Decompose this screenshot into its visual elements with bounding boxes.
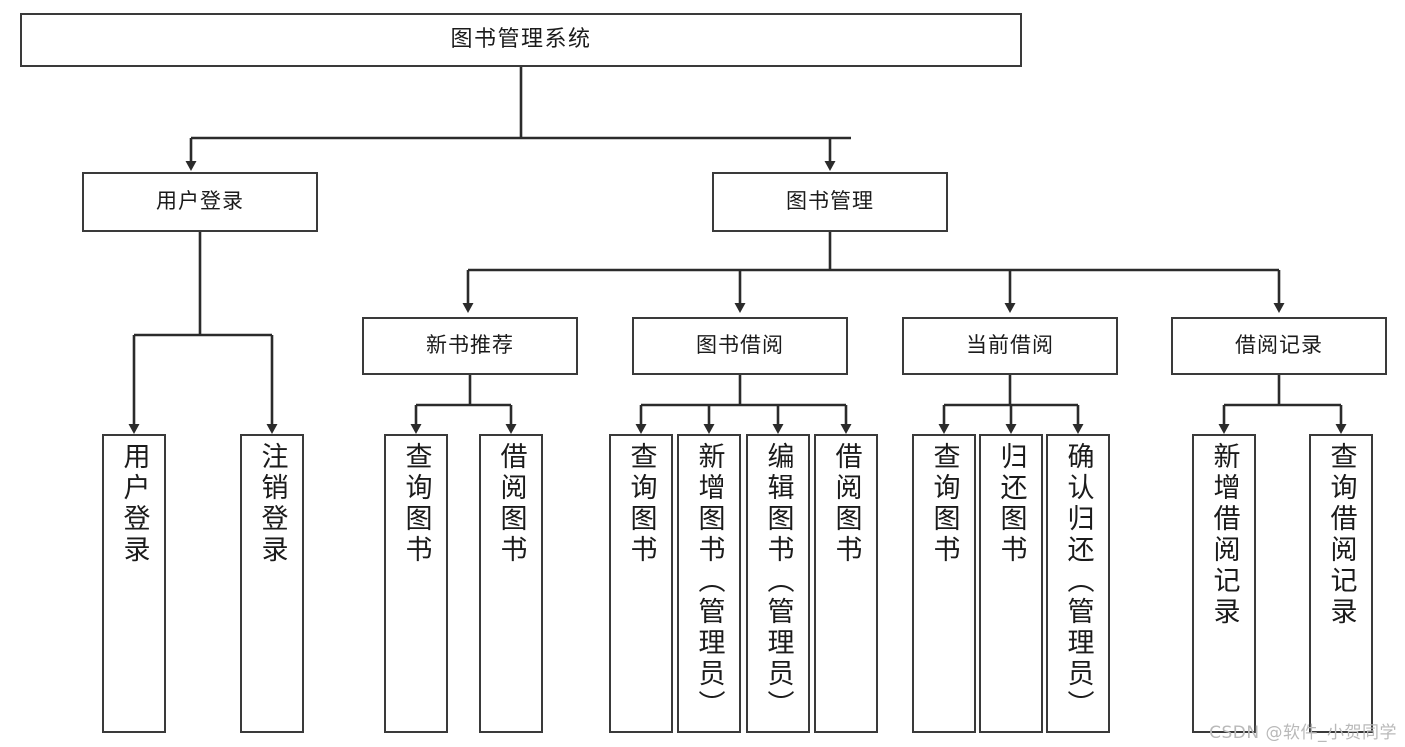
node-book-manage[interactable]: 图书管理 <box>712 172 948 232</box>
node-label: 新增借阅记录 <box>1208 442 1240 628</box>
node-label: 用户登录 <box>118 442 150 566</box>
node-leaf-edit-book-admin[interactable]: 编辑图书（管理员） <box>746 434 810 733</box>
node-label: 归还图书 <box>995 442 1027 566</box>
node-leaf-add-book-admin[interactable]: 新增图书（管理员） <box>677 434 741 733</box>
node-leaf-query-borrow-record[interactable]: 查询借阅记录 <box>1309 434 1373 733</box>
node-label: 新增图书（管理员） <box>693 442 725 721</box>
node-label: 新书推荐 <box>426 333 514 358</box>
node-label: 借阅图书 <box>830 442 862 566</box>
node-label: 图书管理 <box>786 189 874 214</box>
node-borrow-record[interactable]: 借阅记录 <box>1171 317 1387 375</box>
node-user-login[interactable]: 用户登录 <box>82 172 318 232</box>
node-label: 图书借阅 <box>696 333 784 358</box>
node-book-borrow[interactable]: 图书借阅 <box>632 317 848 375</box>
node-label: 确认归还（管理员） <box>1062 442 1094 721</box>
node-current-borrow[interactable]: 当前借阅 <box>902 317 1118 375</box>
node-leaf-borrow-book[interactable]: 借阅图书 <box>814 434 878 733</box>
node-label: 编辑图书（管理员） <box>762 442 794 721</box>
node-leaf-user-login[interactable]: 用户登录 <box>102 434 166 733</box>
node-leaf-query-book-current[interactable]: 查询图书 <box>912 434 976 733</box>
node-label: 借阅记录 <box>1235 333 1323 358</box>
node-label: 查询图书 <box>625 442 657 566</box>
node-label: 注销登录 <box>256 442 288 566</box>
node-leaf-add-borrow-record[interactable]: 新增借阅记录 <box>1192 434 1256 733</box>
node-label: 查询借阅记录 <box>1325 442 1357 628</box>
node-new-book-recommend[interactable]: 新书推荐 <box>362 317 578 375</box>
node-label: 用户登录 <box>156 189 244 214</box>
node-leaf-user-logout[interactable]: 注销登录 <box>240 434 304 733</box>
node-label: 图书管理系统 <box>450 26 592 52</box>
node-label: 查询图书 <box>928 442 960 566</box>
node-leaf-query-book-borrow[interactable]: 查询图书 <box>609 434 673 733</box>
node-label: 当前借阅 <box>966 333 1054 358</box>
node-leaf-borrow-book-recommend[interactable]: 借阅图书 <box>479 434 543 733</box>
node-label: 查询图书 <box>400 442 432 566</box>
node-label: 借阅图书 <box>495 442 527 566</box>
csdn-watermark: CSDN @软件_小贺同学 <box>1209 723 1397 743</box>
node-root-book-management-system[interactable]: 图书管理系统 <box>20 13 1022 67</box>
node-leaf-query-book-recommend[interactable]: 查询图书 <box>384 434 448 733</box>
node-leaf-return-book[interactable]: 归还图书 <box>979 434 1043 733</box>
node-leaf-confirm-return-admin[interactable]: 确认归还（管理员） <box>1046 434 1110 733</box>
